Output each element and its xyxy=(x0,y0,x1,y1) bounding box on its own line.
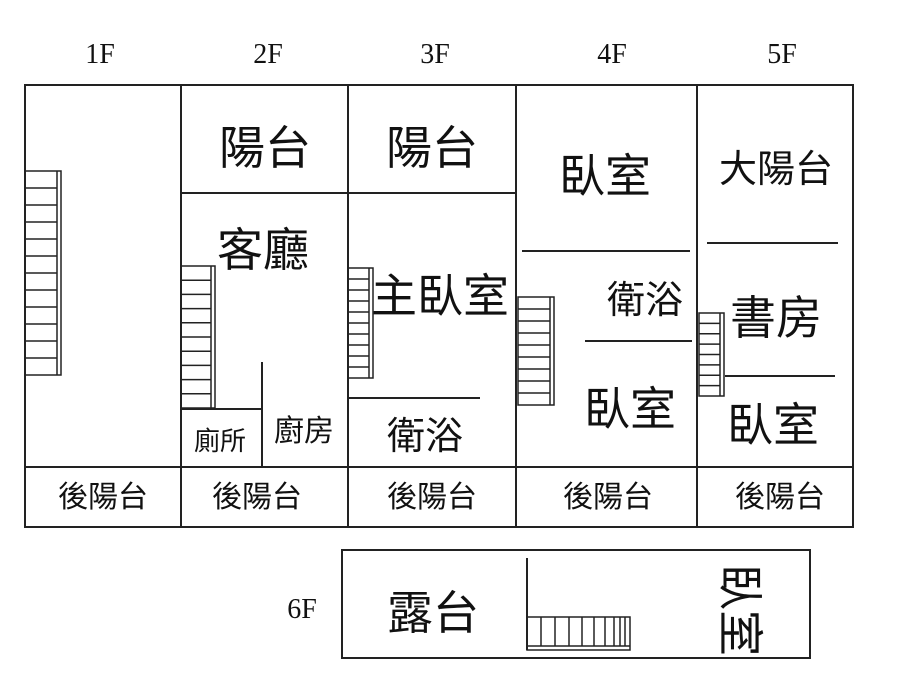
room-5f-study: 書房 xyxy=(730,291,822,345)
room-3f-bath: 衛浴 xyxy=(386,414,464,458)
room-5f-rear-balcony: 後陽台 xyxy=(735,480,825,515)
outer-wall-6f xyxy=(341,549,811,659)
room-2f-toilet: 廁所 xyxy=(193,427,247,457)
room-4f-rear-balcony: 後陽台 xyxy=(563,480,653,515)
floor-label-1f: 1F xyxy=(85,39,115,70)
room-1f-rear-balcony: 後陽台 xyxy=(58,480,148,515)
stair-6f xyxy=(526,616,631,651)
floor-label-3f: 3F xyxy=(420,39,450,70)
room-2f-living: 客廳 xyxy=(217,223,309,277)
room-4f-bedroom-rear: 臥室 xyxy=(584,382,676,436)
room-3f-balcony: 陽台 xyxy=(386,121,478,175)
floor-label-2f: 2F xyxy=(253,39,283,70)
room-5f-large-balcony: 大陽台 xyxy=(718,147,834,191)
floor-label-6f: 6F xyxy=(287,594,317,625)
room-6f-bedroom: 臥室 xyxy=(713,564,767,656)
room-3f-master-bedroom: 主臥室 xyxy=(371,269,509,323)
room-4f-bedroom-front: 臥室 xyxy=(559,149,651,203)
room-2f-kitchen: 廚房 xyxy=(274,414,334,449)
floor-label-5f: 5F xyxy=(767,39,797,70)
room-6f-terrace: 露台 xyxy=(387,586,479,640)
room-5f-bedroom: 臥室 xyxy=(727,398,819,452)
floor-label-4f: 4F xyxy=(597,39,627,70)
room-2f-rear-balcony: 後陽台 xyxy=(212,480,302,515)
room-3f-rear-balcony: 後陽台 xyxy=(387,480,477,515)
room-2f-balcony: 陽台 xyxy=(219,121,311,175)
room-4f-bath: 衛浴 xyxy=(606,278,684,322)
stair-4f xyxy=(517,296,555,406)
